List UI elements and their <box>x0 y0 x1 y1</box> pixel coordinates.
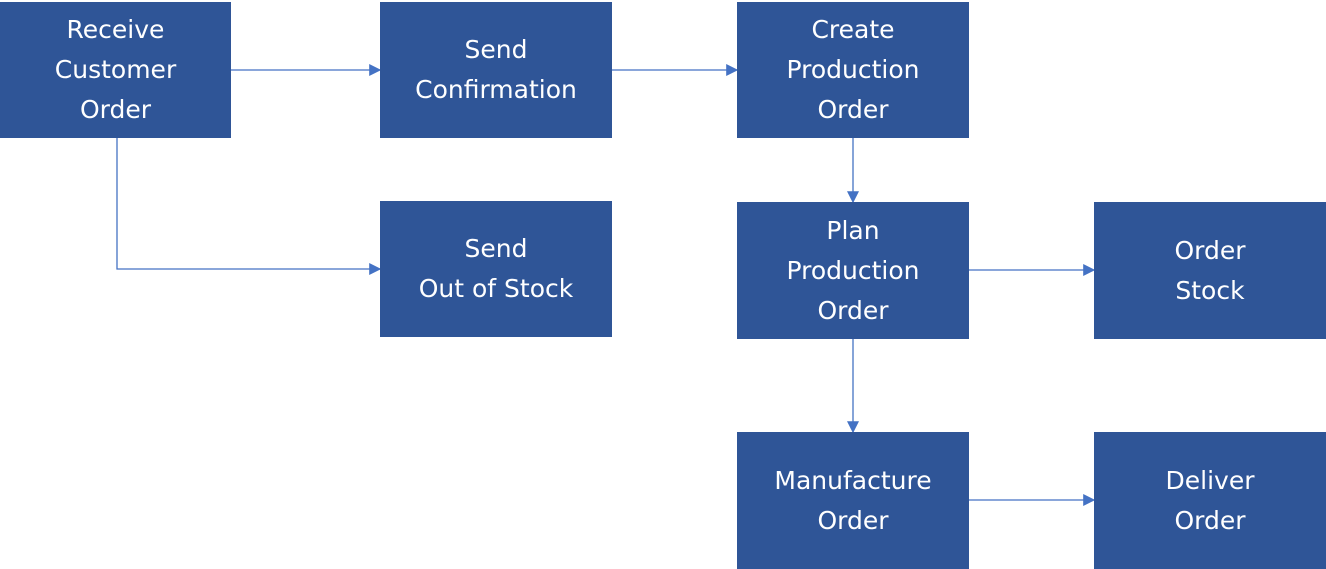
node-create-production-order[interactable]: Create Production Order <box>737 2 969 138</box>
node-label: Plan Production Order <box>786 215 920 325</box>
node-label: Manufacture Order <box>774 465 932 535</box>
connector-receive-to-send-out-of-stock <box>116 138 382 275</box>
node-manufacture-order[interactable]: Manufacture Order <box>737 432 969 569</box>
node-label: Send Out of Stock <box>418 234 574 303</box>
node-deliver-order[interactable]: Deliver Order <box>1094 432 1326 569</box>
node-label: Deliver Order <box>1165 465 1255 535</box>
node-send-confirmation[interactable]: Send Confirmation <box>380 2 612 138</box>
node-label: Create Production Order <box>786 15 920 124</box>
node-order-stock[interactable]: Order Stock <box>1094 202 1326 339</box>
node-label: Send Confirmation <box>415 35 577 104</box>
node-send-out-of-stock[interactable]: Send Out of Stock <box>380 201 612 337</box>
node-label: Receive Customer Order <box>54 15 177 124</box>
node-plan-production-order[interactable]: Plan Production Order <box>737 202 969 339</box>
node-label: Order Stock <box>1174 235 1246 305</box>
node-receive-customer-order[interactable]: Receive Customer Order <box>0 2 231 138</box>
